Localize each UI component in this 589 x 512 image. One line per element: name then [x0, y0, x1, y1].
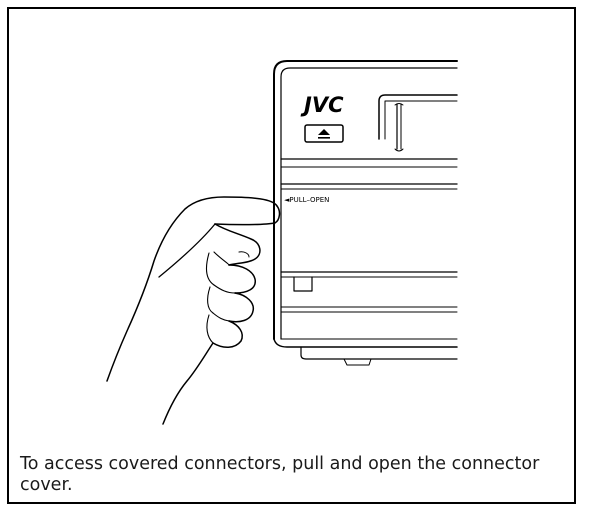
eject-icon: [318, 129, 330, 139]
pull-open-label: ◄PULL–OPEN: [284, 196, 329, 204]
caption-text: To access covered connectors, pull and o…: [20, 454, 540, 495]
figure-frame: JVC ◄PULL–OPEN To access covered connect…: [7, 7, 576, 504]
device-illustration: JVC ◄PULL–OPEN: [9, 9, 574, 429]
brand-logo: JVC: [300, 93, 344, 117]
